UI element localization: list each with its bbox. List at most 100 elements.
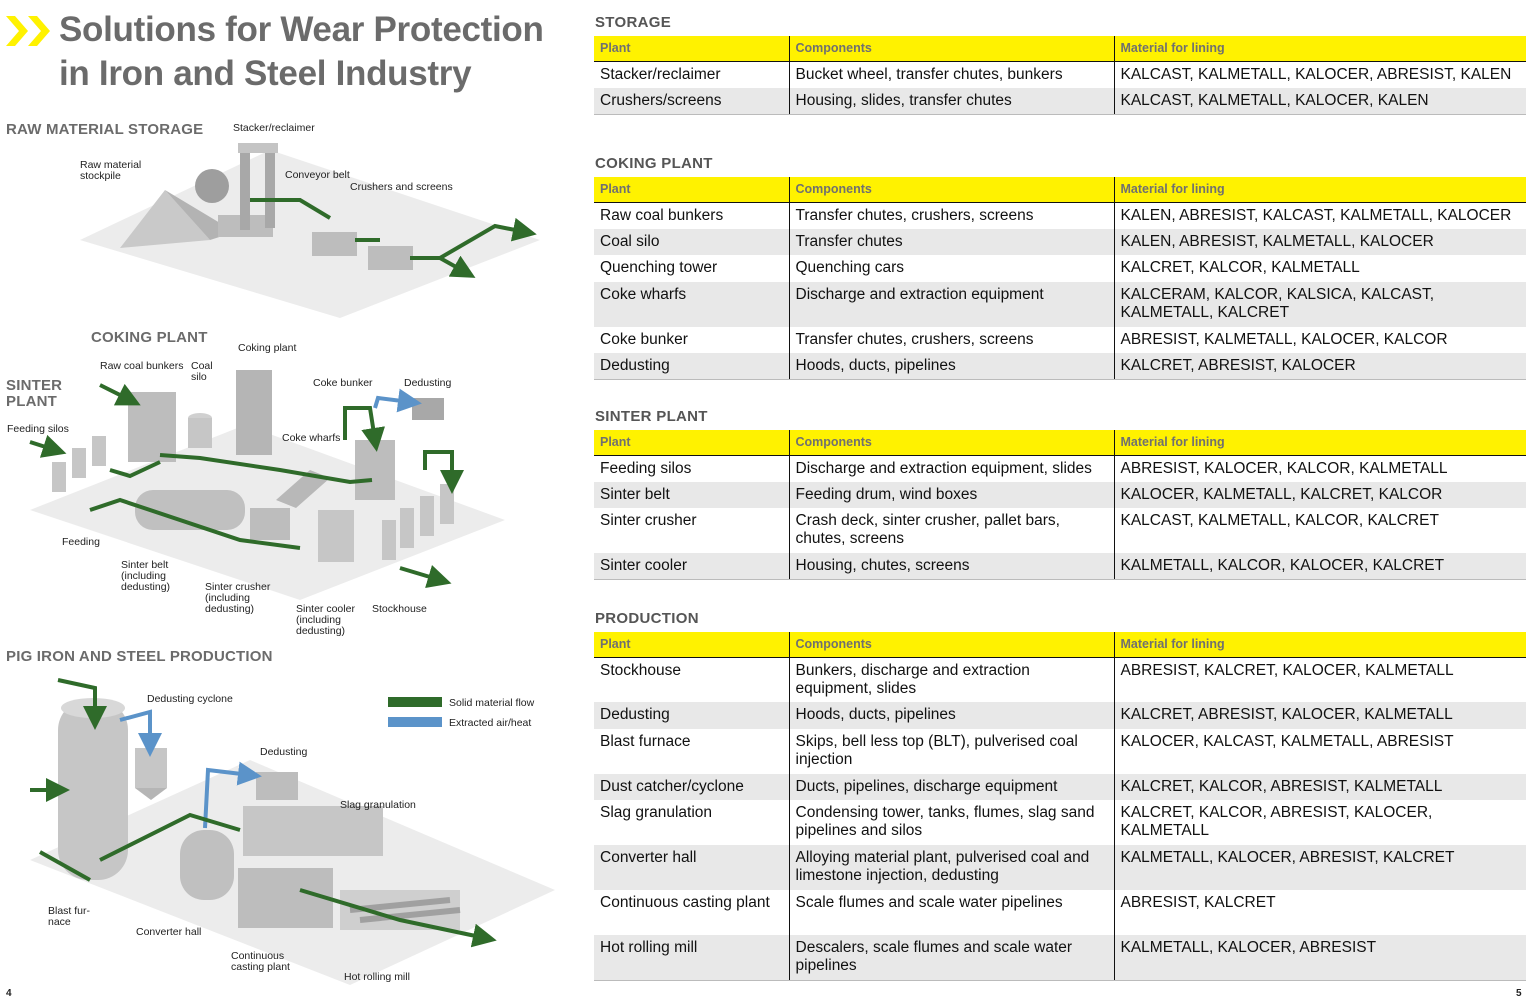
cell-plant: Converter hall (594, 845, 789, 890)
cell-plant: Crushers/screens (594, 87, 789, 115)
table-row: Hot rolling mill Descalers, scale flumes… (594, 935, 1526, 981)
title-line-2: in Iron and Steel Industry (59, 54, 472, 93)
cell-components: Bunkers, discharge and extraction equipm… (788, 657, 1114, 702)
coking-section: COKING PLANT Plant Components Material f… (594, 155, 1526, 380)
cell-components: Scale flumes and scale water pipelines (788, 890, 1114, 935)
col-header-plant: Plant (594, 430, 789, 456)
cell-material: KALCRET, ABRESIST, KALOCER, KALMETALL (1113, 702, 1526, 729)
label-blast-furnace-2: nace (48, 916, 71, 928)
table-row: Stacker/reclaimer Bucket wheel, transfer… (594, 61, 1526, 88)
label-sinter-cooler-1: Sinter cooler (296, 603, 355, 615)
raw-storage-diagram (80, 143, 540, 318)
cell-plant: Stockhouse (600, 661, 681, 679)
label-sinter-belt-3: dedusting) (121, 581, 171, 593)
cell-plant: Sinter cooler (594, 553, 789, 580)
section-title: SINTER PLANT (595, 408, 708, 425)
label-sinter-crusher-1: Sinter crusher (205, 581, 271, 593)
table-row: Coke bunker Transfer chutes, crushers, s… (594, 326, 1526, 353)
cell-material: KALCAST, KALMETALL, KALOCER, KALEN (1113, 87, 1526, 115)
cell-plant: Slag granulation (600, 804, 713, 821)
cell-components: Descalers, scale flumes and scale water … (788, 935, 1114, 981)
cell-components: Ducts, pipelines, discharge equipment (788, 773, 1114, 800)
table-row: Stockhouse Bunkers, discharge and extrac… (594, 657, 1526, 702)
label-converter-hall: Converter hall (136, 926, 202, 938)
table-row: Slag granulation Condensing tower, tanks… (594, 800, 1526, 845)
section-title: STORAGE (595, 14, 672, 31)
col-header-components: Components (788, 430, 1114, 456)
section-heading-raw-storage: RAW MATERIAL STORAGE (6, 121, 204, 138)
production-section: PRODUCTION Plant Components Material for… (594, 610, 1526, 981)
col-header-components: Components (788, 177, 1114, 203)
label-coke-bunker: Coke bunker (313, 377, 373, 389)
cell-components: Discharge and extraction equipment (788, 281, 1114, 327)
table-row: Dedusting Hoods, ducts, pipelines KALCRE… (594, 702, 1526, 729)
label-stockhouse: Stockhouse (372, 603, 427, 615)
col-header-material: Material for lining (1113, 430, 1526, 456)
section-heading-sinter-2: PLANT (6, 393, 57, 410)
section-heading-pig-iron: PIG IRON AND STEEL PRODUCTION (6, 648, 273, 665)
label-dedusting-top: Dedusting (404, 377, 452, 389)
cell-components: Housing, slides, transfer chutes (788, 87, 1114, 115)
legend-air-label: Extracted air/heat (449, 717, 532, 729)
cell-material: KALEN, ABRESIST, KALCAST, KALMETALL, KAL… (1113, 202, 1526, 229)
cell-components: Transfer chutes, crushers, screens (788, 326, 1114, 353)
label-blast-furnace-1: Blast fur- (48, 905, 91, 917)
label-sinter-crusher-2: (including (205, 592, 250, 604)
label-crushers: Crushers and screens (350, 181, 453, 193)
sinter-table: Plant Components Material for lining Fee… (594, 430, 1526, 580)
col-header-components: Components (788, 36, 1114, 62)
table-row: Sinter belt Feeding drum, wind boxes KAL… (594, 481, 1526, 508)
label-continuous-casting-1: Continuous (231, 950, 285, 962)
label-stacker: Stacker/reclaimer (233, 122, 315, 134)
cell-material: ABRESIST, KALMETALL, KALOCER, KALCOR (1113, 326, 1526, 353)
cell-plant: Coal silo (594, 228, 789, 255)
cell-plant: Hot rolling mill (594, 935, 789, 981)
cell-plant: Blast furnace (600, 732, 691, 750)
cell-plant: Stacker/reclaimer (600, 65, 721, 83)
cell-plant: Raw coal bunkers (600, 206, 724, 224)
label-sinter-belt-1: Sinter belt (121, 559, 169, 571)
cell-material: KALCRET, KALCOR, ABRESIST, KALMETALL (1113, 773, 1526, 800)
cell-material: KALCRET, KALCOR, ABRESIST, KALOCER, KALM… (1113, 800, 1526, 845)
cell-material: KALOCER, KALCAST, KALMETALL, ABRESIST (1113, 728, 1526, 774)
label-hot-rolling-mill: Hot rolling mill (344, 971, 410, 983)
cell-material: KALEN, ABRESIST, KALMETALL, KALOCER (1113, 228, 1526, 255)
table-row: Coke wharfs Discharge and extraction equ… (594, 281, 1526, 327)
cell-plant: Sinter belt (594, 481, 789, 508)
cell-plant: Quenching tower (600, 259, 718, 276)
table-row: Blast furnace Skips, bell less top (BLT)… (594, 728, 1526, 774)
col-header-plant: Plant (594, 36, 789, 62)
label-sinter-belt-2: (including (121, 570, 166, 582)
cell-components: Discharge and extraction equipment, slid… (788, 455, 1114, 482)
label-raw-coal-bunkers: Raw coal bunkers (100, 360, 184, 372)
page-number-right: 5 (1516, 988, 1522, 999)
coking-sinter-diagram (29, 370, 505, 600)
cell-plant: Coke bunker (600, 330, 688, 348)
cell-components: Alloying material plant, pulverised coal… (788, 845, 1114, 890)
cell-components: Hoods, ducts, pipelines (788, 353, 1114, 380)
cell-components: Crash deck, sinter crusher, pallet bars,… (788, 508, 1114, 553)
legend-air-swatch (388, 717, 442, 727)
cell-material: ABRESIST, KALCRET (1113, 890, 1526, 935)
table-row: Sinter crusher Crash deck, sinter crushe… (594, 508, 1526, 553)
cell-components: Bucket wheel, transfer chutes, bunkers (788, 61, 1114, 88)
cell-material: KALMETALL, KALCOR, KALOCER, KALCRET (1113, 553, 1526, 580)
coking-table: Plant Components Material for lining Raw… (594, 177, 1526, 380)
production-table: Plant Components Material for lining Sto… (594, 632, 1526, 981)
cell-material: KALCERAM, KALCOR, KALSICA, KALCAST, KALM… (1113, 281, 1526, 327)
cell-material: KALOCER, KALMETALL, KALCRET, KALCOR (1113, 481, 1526, 508)
label-dedusting-cyclone: Dedusting cyclone (147, 693, 233, 705)
storage-section: STORAGE Plant Components Material for li… (594, 14, 1526, 115)
sinter-section: SINTER PLANT Plant Components Material f… (594, 408, 1526, 580)
cell-components: Skips, bell less top (BLT), pulverised c… (788, 728, 1114, 774)
table-row: Dust catcher/cyclone Ducts, pipelines, d… (594, 773, 1526, 800)
table-row: Crushers/screens Housing, slides, transf… (594, 87, 1526, 115)
cell-plant: Continuous casting plant (600, 894, 770, 911)
cell-plant: Dedusting (594, 702, 789, 729)
table-row: Converter hall Alloying material plant, … (594, 845, 1526, 890)
col-header-components: Components (788, 632, 1114, 658)
label-feeding: Feeding (62, 536, 100, 548)
cell-material: KALMETALL, KALOCER, ABRESIST, KALCRET (1113, 845, 1526, 890)
table-row: Sinter cooler Housing, chutes, screens K… (594, 553, 1526, 580)
cell-material: ABRESIST, KALOCER, KALCOR, KALMETALL (1113, 455, 1526, 482)
